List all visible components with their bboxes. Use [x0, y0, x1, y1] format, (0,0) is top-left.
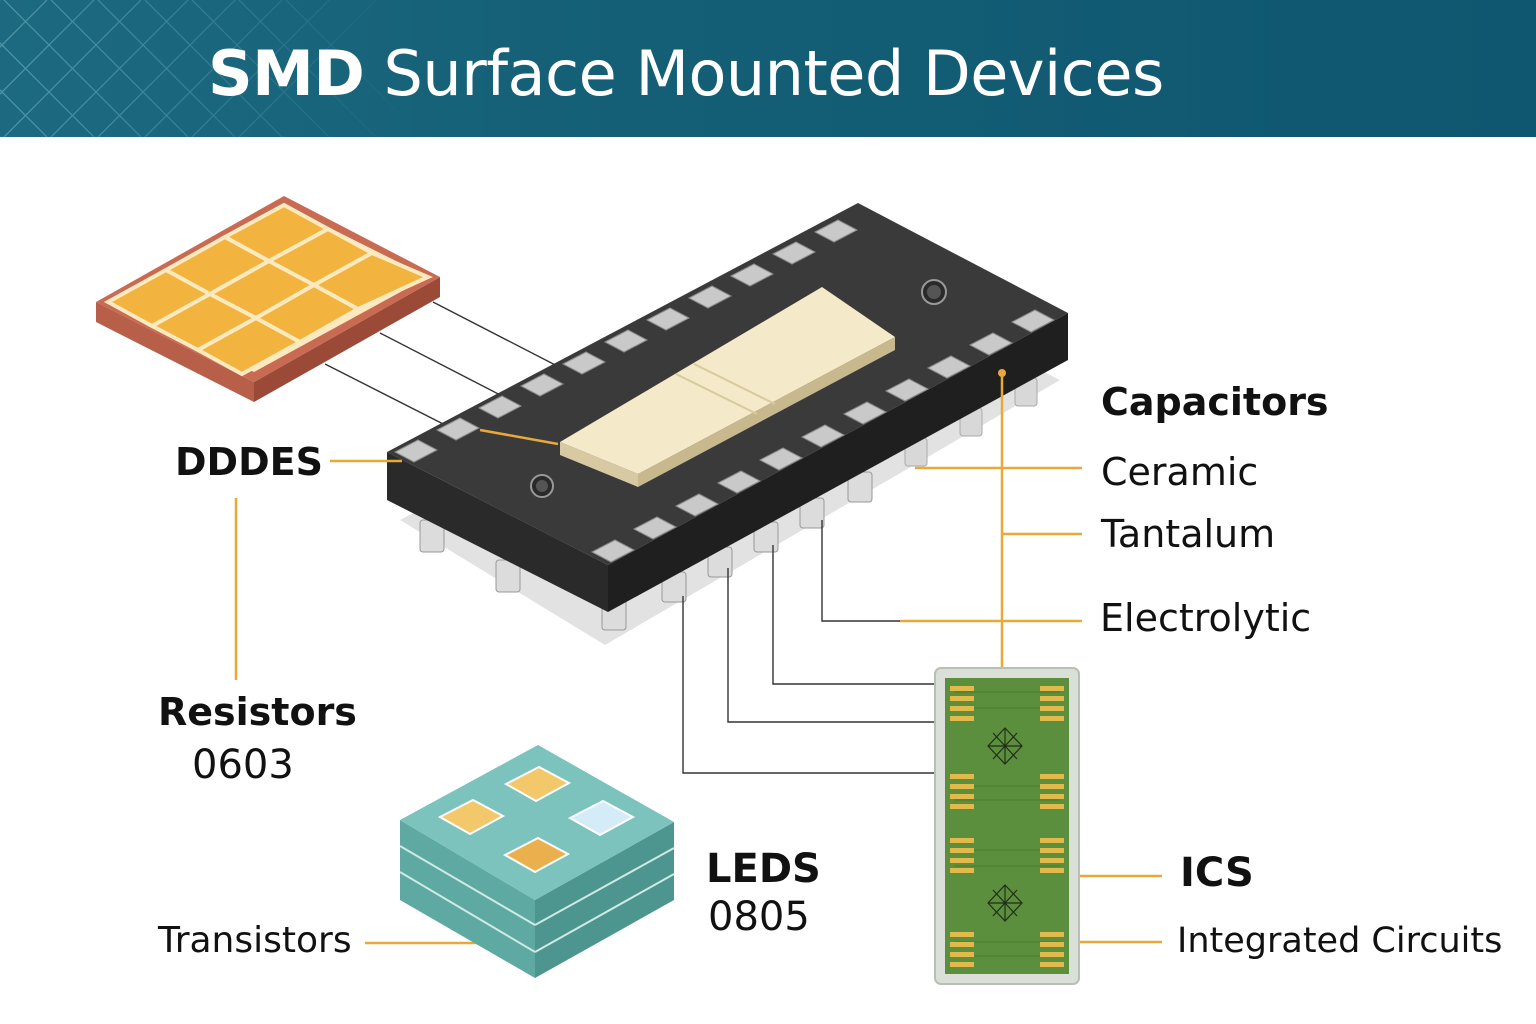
- pcb-connector-lines: [682, 520, 948, 774]
- led-module-icon: [399, 745, 675, 978]
- label-ics: ICS: [1180, 850, 1254, 896]
- diamond-pattern-icon: [0, 0, 420, 137]
- page-title: SMD Surface Mounted Devices: [208, 34, 1164, 114]
- label-resistors-code: 0603: [192, 742, 294, 788]
- label-integrated-circuits: Integrated Circuits: [1177, 921, 1503, 961]
- chip-die-icon: [987, 727, 1023, 765]
- pcb-board-icon: [934, 667, 1080, 985]
- label-diodes: DDDES: [175, 440, 323, 484]
- label-resistors: Resistors: [158, 690, 357, 734]
- ic-chip-icon: [387, 203, 1068, 645]
- label-leds-code: 0805: [708, 894, 810, 940]
- header-banner: SMD Surface Mounted Devices: [0, 0, 1536, 137]
- label-capacitors: Capacitors: [1101, 380, 1329, 424]
- title-strong: SMD: [208, 37, 365, 110]
- resistor-array-icon: [96, 196, 440, 402]
- resistor-connector-lines: [324, 301, 566, 431]
- label-electrolytic: Electrolytic: [1100, 596, 1312, 640]
- label-tantalum: Tantalum: [1101, 512, 1276, 556]
- label-leds: LEDS: [706, 846, 821, 892]
- label-transistors: Transistors: [158, 920, 352, 961]
- label-ceramic: Ceramic: [1101, 450, 1259, 494]
- title-rest: Surface Mounted Devices: [383, 37, 1165, 110]
- chip-die-icon: [987, 884, 1023, 922]
